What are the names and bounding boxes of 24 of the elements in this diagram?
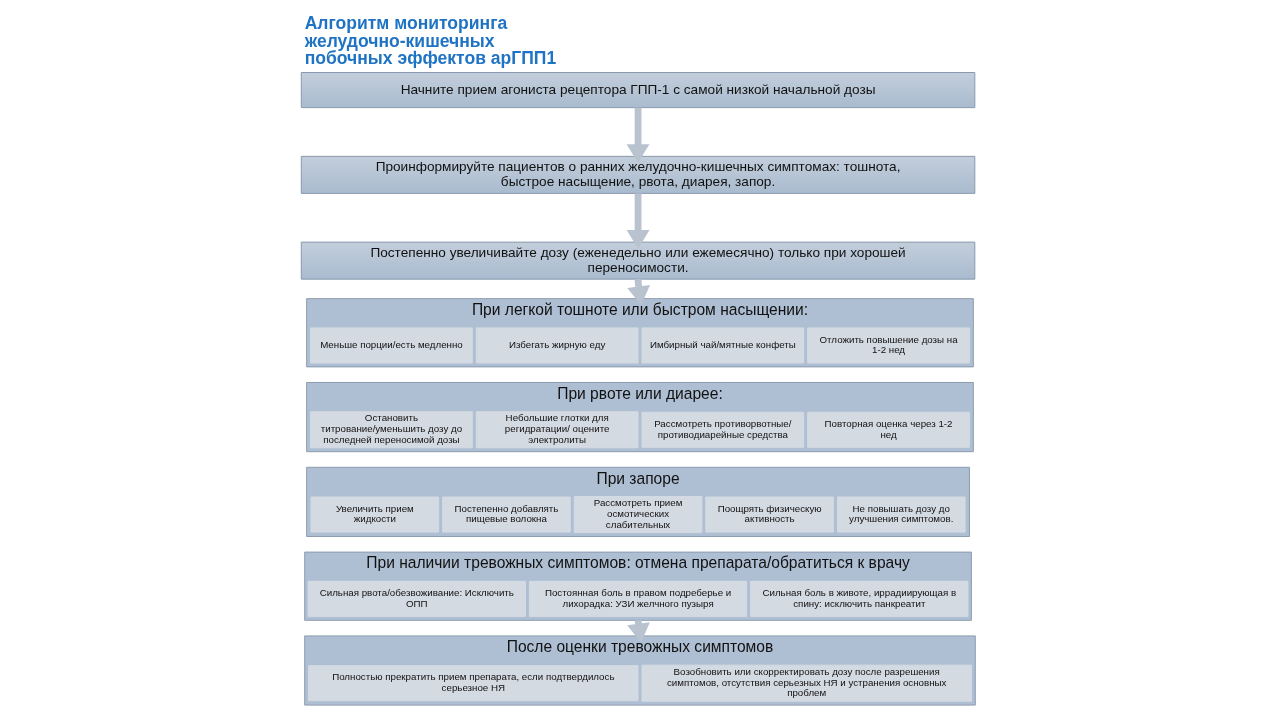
node-box: Поощрять физическую активность	[705, 496, 834, 533]
diagram-title: Алгоритм мониторинга желудочно-кишечных побочных эффектов арГПП1	[304, 13, 557, 69]
node-box: Имбирный чай/мятные конфеты	[641, 327, 805, 364]
node-box: Увеличить прием жидкости	[310, 496, 440, 533]
node-box: Меньше порции/есть медленно	[310, 327, 473, 364]
node-box: Отложить повышение дозы на 1-2 нед	[807, 327, 970, 364]
node-box: Не повышать дозу до улучшения симптомов.	[836, 496, 966, 533]
node-box: Остановить титрование/уменьшить дозу до последней переносимой дозы	[310, 411, 473, 449]
node-box: Сильная боль в животе, иррадиирующая в спину: исключить панкреатит	[750, 580, 969, 617]
node-box: Избегать жирную еду	[475, 327, 639, 364]
node-box: Рассмотреть прием осмотических слабительных	[573, 496, 703, 534]
node-box: Начните прием агониста рецептора ГПП-1 с самой низкой начальной дозы	[300, 72, 976, 109]
node-box: Рассмотреть противорвотные/ противодиарейные средства	[641, 411, 805, 448]
node-box: Проинформируйте пациентов о ранних желудочно-кишечных симптомах: тошнота, быстрое насыщение, рвота, диарея, запор.	[300, 155, 976, 194]
node-box: Повторная оценка через 1-2 нед	[807, 411, 970, 448]
node-box: Постепенно увеличивайте дозу (еженедельно или ежемесячно) только при хорошей переносимости.	[300, 241, 976, 280]
node-box: Полностью прекратить прием препарата, если подтвердилось серьезное НЯ	[308, 665, 639, 702]
node-box: Постепенно добавлять пищевые волокна	[442, 496, 571, 533]
node-box: Возобновить или скорректировать дозу после разрешения симптомов, отсутствия серьезных НЯ и устранения основных проблем	[641, 664, 972, 702]
arrow	[626, 193, 650, 249]
node-box: Сильная рвота/обезвоживание: Исключить ОПП	[307, 580, 526, 617]
node-box: Небольшие глотки для регидратации/ оцените электролиты	[475, 411, 639, 449]
arrow	[626, 107, 650, 163]
node-box: Постоянная боль в правом подреберье и лихорадка: УЗИ желчного пузыря	[528, 580, 748, 617]
